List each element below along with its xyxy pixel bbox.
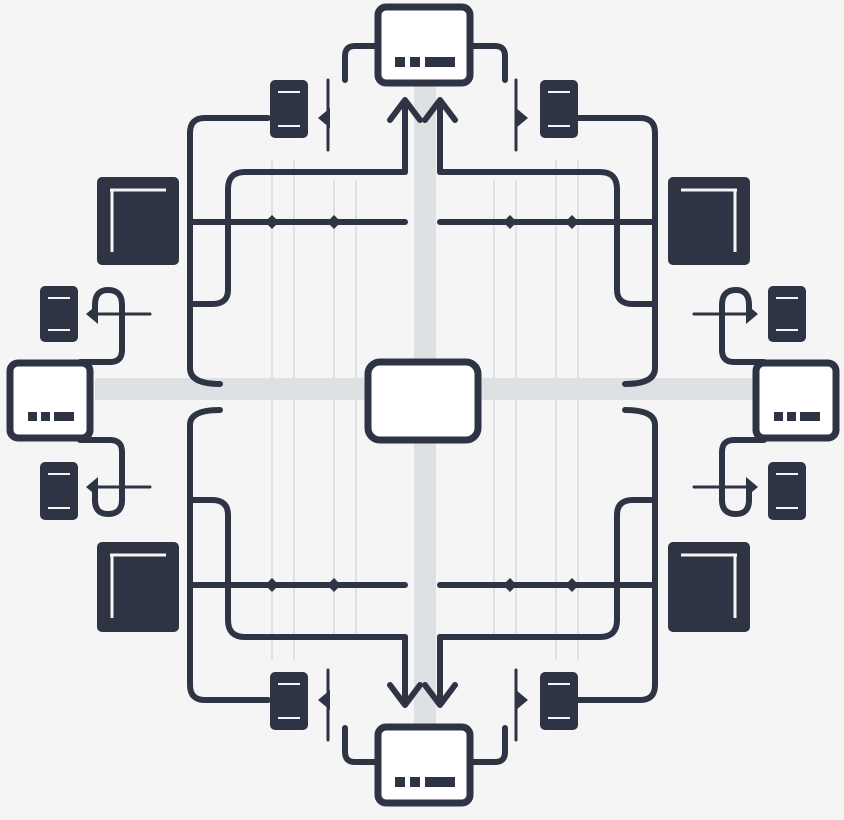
endpoint-right bbox=[752, 359, 840, 442]
small-arrowheads bbox=[86, 108, 758, 710]
mobile-device-icon bbox=[40, 80, 806, 730]
junction-markers bbox=[265, 215, 579, 592]
endpoint-bottom bbox=[374, 723, 474, 807]
server-panel-icon bbox=[97, 177, 750, 632]
terminal-window-icon bbox=[374, 3, 474, 87]
endpoint-top bbox=[374, 3, 474, 87]
endpoint-left bbox=[6, 359, 94, 442]
terminal-window-icon bbox=[374, 723, 474, 807]
vertical-guide-lines bbox=[271, 160, 579, 660]
rounded-rectangle-icon bbox=[364, 358, 482, 444]
terminal-window-icon bbox=[6, 359, 94, 442]
connector-lines bbox=[77, 43, 767, 765]
terminal-window-icon bbox=[752, 359, 840, 442]
arrowhead-icon bbox=[387, 97, 458, 708]
